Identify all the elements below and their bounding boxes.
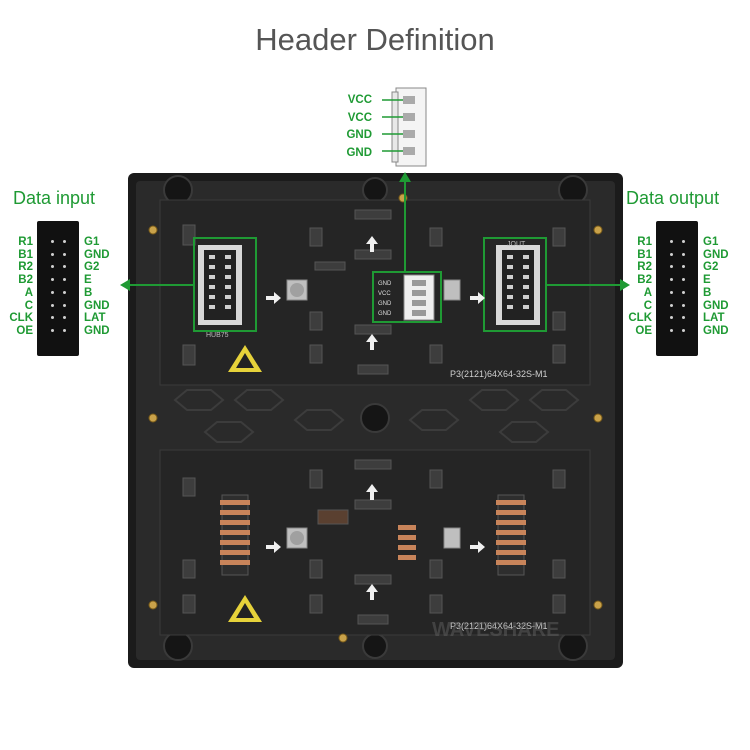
- pin-label: OE: [635, 324, 652, 337]
- header-pin: [682, 328, 685, 332]
- pin-label: R1: [637, 236, 652, 248]
- header-pin: [670, 303, 673, 307]
- data-input-arrow: [120, 279, 194, 291]
- header-pin: [670, 252, 673, 256]
- header-pin: [682, 252, 685, 256]
- watermark: WAVESHARE: [432, 619, 559, 641]
- header-pin: [63, 303, 66, 307]
- pin-label: GND: [84, 248, 110, 261]
- header-pin: [63, 290, 66, 294]
- power-header-arrow: [399, 172, 411, 272]
- honeycomb-rib: [173, 389, 580, 443]
- header-pin: [682, 303, 685, 307]
- pin-label: OE: [16, 324, 33, 337]
- power-connector: [382, 87, 427, 167]
- header-pin: [63, 316, 66, 320]
- pin-label: GND: [703, 324, 729, 337]
- data-output-arrow: [546, 279, 630, 291]
- pin-label: C: [24, 299, 33, 312]
- data-input-label: Data input: [13, 188, 96, 208]
- page-title: Header Definition: [255, 22, 495, 57]
- pin-label: G2: [84, 261, 100, 274]
- power-pin-label: GND: [346, 129, 372, 141]
- pin-label: B2: [637, 274, 652, 287]
- pin-label: GND: [84, 299, 110, 312]
- header-pin: [682, 316, 685, 320]
- pin-label: GND: [703, 299, 729, 312]
- header-pin: [51, 252, 54, 256]
- header-pin: [670, 265, 673, 269]
- pin-label: B: [84, 286, 93, 299]
- svg-text:VCC: VCC: [378, 291, 391, 297]
- header-pin: [670, 278, 673, 282]
- header-pin: [63, 252, 66, 256]
- power-pin-label: VCC: [347, 94, 372, 106]
- pin-label: LAT: [703, 312, 725, 325]
- svg-text:GND: GND: [378, 311, 392, 317]
- header-pin: [51, 265, 54, 269]
- output-connector-label: JOUT: [507, 241, 526, 248]
- header-pin: [63, 240, 66, 243]
- header-pin: [670, 240, 673, 243]
- model-text-bottom: P3(2121)64X64-32S-M1: [450, 621, 548, 631]
- model-text-top: P3(2121)64X64-32S-M1: [450, 369, 548, 379]
- pin-label: E: [703, 274, 711, 287]
- capacitors: [286, 279, 461, 549]
- pin-label: R2: [18, 261, 33, 274]
- header-pin: [670, 290, 673, 294]
- pin-label: GND: [84, 324, 110, 337]
- pin-label: G1: [703, 236, 719, 248]
- board-power-header: GND VCC GND GND: [372, 271, 442, 323]
- header-pin: [63, 278, 66, 282]
- pin-label: A: [643, 286, 652, 299]
- pin-label: R2: [637, 261, 652, 274]
- power-pin-label: GND: [346, 146, 372, 159]
- pin-label: G1: [84, 236, 100, 248]
- pin-label: B2: [18, 274, 33, 287]
- data-output-label: Data output: [626, 188, 720, 208]
- pin-label: G2: [703, 261, 719, 274]
- pin-label: E: [84, 274, 92, 287]
- pin-label: CLK: [628, 312, 652, 325]
- pin-label: B1: [18, 248, 33, 261]
- pin-label: R1: [18, 236, 33, 248]
- header-pin: [51, 303, 54, 307]
- pin-label: C: [643, 299, 652, 312]
- pin-label: B1: [637, 248, 652, 261]
- pin-label: A: [24, 286, 33, 299]
- header-pin: [682, 240, 685, 243]
- header-pin: [51, 316, 54, 320]
- driver-ics-top: [182, 209, 566, 375]
- header-pin: [682, 278, 685, 282]
- input-connector-label: HUB75: [206, 332, 229, 339]
- esd-warning-icon: [228, 345, 262, 622]
- header-pin: [63, 265, 66, 269]
- header-pin: [51, 240, 54, 243]
- bottom-connectors: [220, 494, 526, 576]
- header-pin: [670, 316, 673, 320]
- pin-label: CLK: [9, 312, 33, 325]
- svg-text:GND: GND: [378, 301, 392, 307]
- data-output-header: [656, 221, 698, 356]
- header-pin: [51, 278, 54, 282]
- header-pin: [51, 290, 54, 294]
- header-pin: [51, 328, 54, 332]
- power-pin-label: VCC: [347, 111, 372, 124]
- header-pin: [682, 265, 685, 269]
- pin-label: B: [703, 286, 712, 299]
- header-pin: [670, 328, 673, 332]
- pin-label: LAT: [84, 312, 106, 325]
- header-pin: [682, 290, 685, 294]
- data-input-header: [37, 221, 79, 356]
- header-pin: [63, 328, 66, 332]
- pin-label: GND: [703, 248, 729, 261]
- flow-arrows: [266, 236, 485, 600]
- svg-text:GND: GND: [378, 281, 392, 287]
